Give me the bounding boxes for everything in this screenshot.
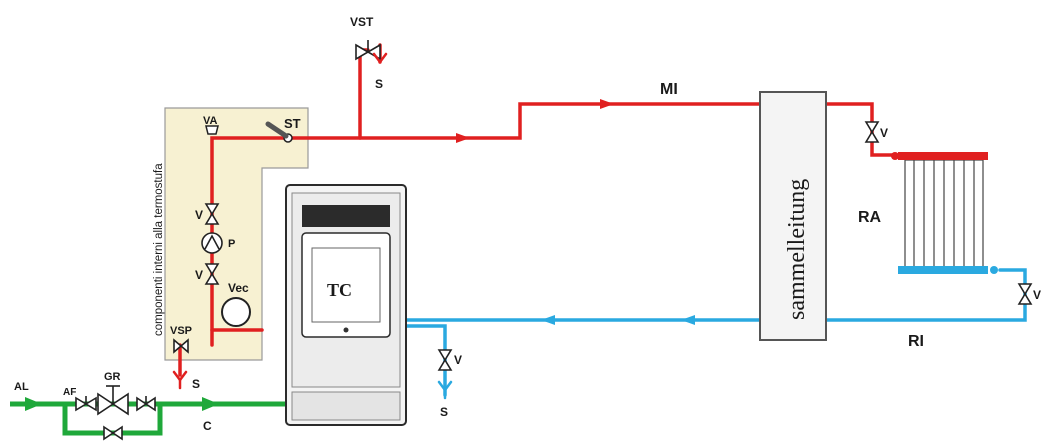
label-sammelleitung: sammelleitung [784, 179, 810, 320]
label-c: C [203, 419, 212, 433]
label-gr: GR [104, 371, 121, 383]
cold-water-pipes [10, 401, 290, 436]
label-p: P [228, 238, 235, 250]
label-vec: Vec [228, 281, 249, 295]
air-vent-icon [205, 125, 219, 135]
label-vsp: VSP [170, 325, 192, 337]
label-v-left-upper: V [195, 208, 203, 222]
pump-icon [201, 232, 223, 254]
drain-funnel-blue-icon [437, 380, 453, 400]
label-al: AL [14, 381, 29, 393]
label-af: AF [63, 387, 76, 398]
label-ra: RA [858, 209, 882, 226]
valve-icon [75, 43, 1033, 441]
label-v-radiator-bottom: V [1033, 288, 1041, 302]
radiator [891, 152, 998, 274]
label-va: VA [203, 115, 218, 127]
label-v-drain: V [454, 353, 462, 367]
flow-direction-arrows [456, 99, 614, 143]
thermostat-icon [265, 121, 293, 143]
drain-funnel-icon [172, 52, 388, 390]
manifold-box [759, 91, 827, 341]
label-s-top: S [375, 77, 383, 91]
return-pipes [403, 268, 1027, 397]
label-ri: RI [908, 333, 924, 350]
return-direction-arrows [541, 315, 695, 325]
label-s-left: S [192, 377, 200, 391]
internal-components-box [164, 107, 309, 361]
label-mi: MI [660, 81, 678, 98]
label-vst: VST [350, 15, 374, 29]
valve-stems [85, 40, 369, 404]
label-st: ST [284, 116, 301, 131]
components-note: componenti interni alla termostufa [153, 163, 165, 336]
label-v-radiator-top: V [880, 126, 888, 140]
cold-water-arrows [25, 397, 219, 411]
label-s-drain: S [440, 405, 448, 419]
label-tc: TC [327, 280, 352, 300]
thermostove [285, 184, 407, 426]
label-v-left-lower: V [195, 268, 203, 282]
expansion-vessel-icon [221, 297, 251, 327]
